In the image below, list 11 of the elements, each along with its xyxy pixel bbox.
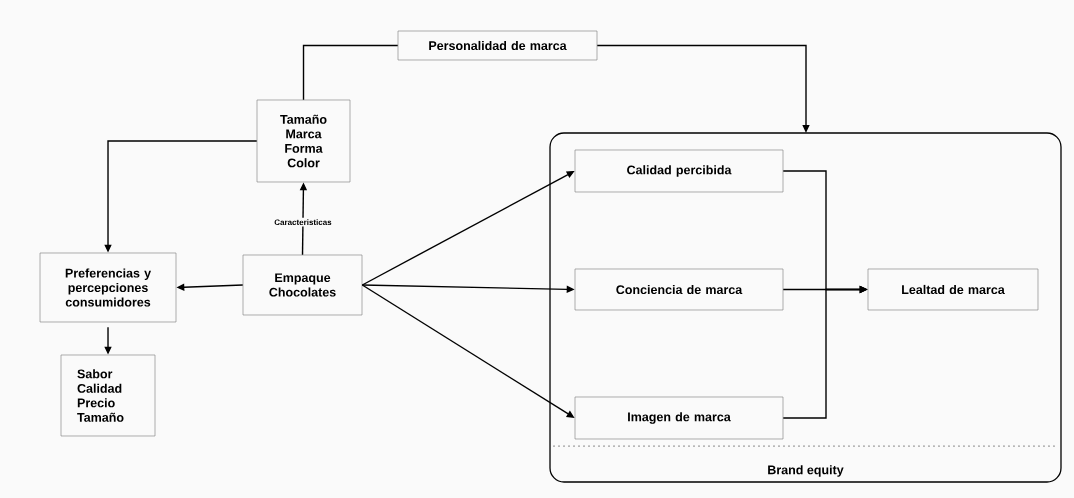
process-box: Personalidad de marca — [397, 30, 598, 61]
process-box: Imagen de marca — [574, 396, 784, 440]
process-box: Preferencias y percepciones consumidores — [39, 252, 177, 323]
group-label: Brand equity — [768, 465, 844, 477]
attribute-box: Tamaño Marca Forma Color — [256, 99, 351, 183]
attribute-box: Sabor Calidad Precio Tamaño — [60, 354, 156, 437]
process-box: Lealtad de marca — [867, 268, 1039, 311]
process-box: Empaque Chocolates — [242, 254, 363, 316]
process-box: Calidad percibida — [574, 149, 784, 193]
process-box: Conciencia de marca — [574, 268, 784, 311]
edge-label: Caracteristicas — [272, 217, 334, 227]
